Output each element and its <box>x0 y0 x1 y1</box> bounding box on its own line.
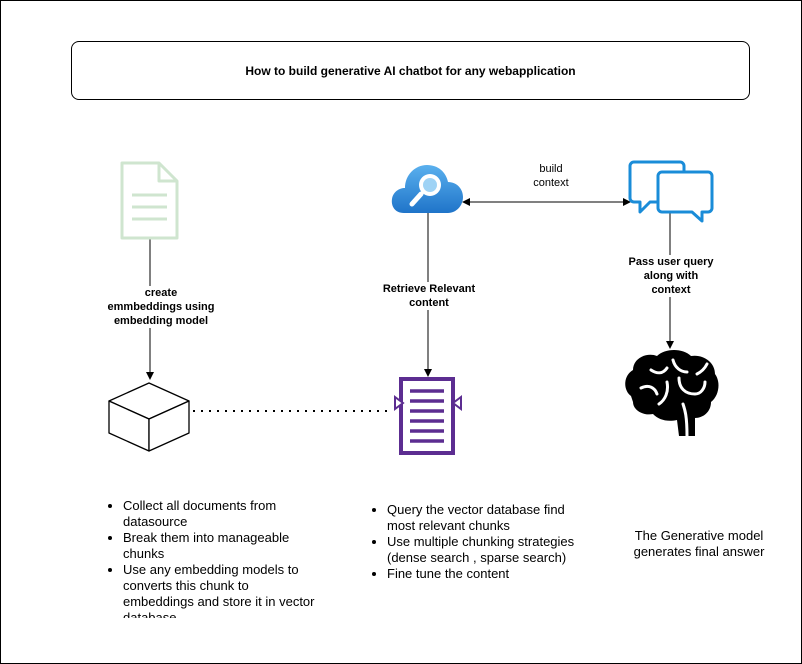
label-create-embeddings: create emmbeddings using embedding model <box>99 286 223 328</box>
content-chunks-icon <box>394 377 462 455</box>
list-item: Use multiple chunking strategies (dense … <box>387 534 577 566</box>
vector-database-cube-icon <box>108 382 190 452</box>
document-icon <box>120 161 179 240</box>
final-answer-text: The Generative model generates final ans… <box>633 528 765 559</box>
list-item: Query the vector database find most rele… <box>387 502 577 534</box>
label-retrieve-content: Retrieve Relevant content <box>379 282 479 310</box>
chat-bubbles-icon <box>628 160 714 223</box>
list-item: Fine tune the content <box>387 566 577 582</box>
list-item: Break them into manageable chunks <box>123 530 323 562</box>
label-pass-user-query: Pass user query along with context <box>625 255 717 297</box>
middle-bullet-list: Query the vector database find most rele… <box>371 502 577 582</box>
list-item: Use any embedding models to converts thi… <box>123 562 323 618</box>
diagram-title: How to build generative AI chatbot for a… <box>71 41 750 100</box>
cloud-search-icon <box>391 165 463 213</box>
label-build-context: build context <box>521 162 581 190</box>
brain-icon <box>625 350 719 438</box>
left-bullet-list: Collect all documents from datasource Br… <box>107 498 323 618</box>
list-item: Collect all documents from datasource <box>123 498 323 530</box>
